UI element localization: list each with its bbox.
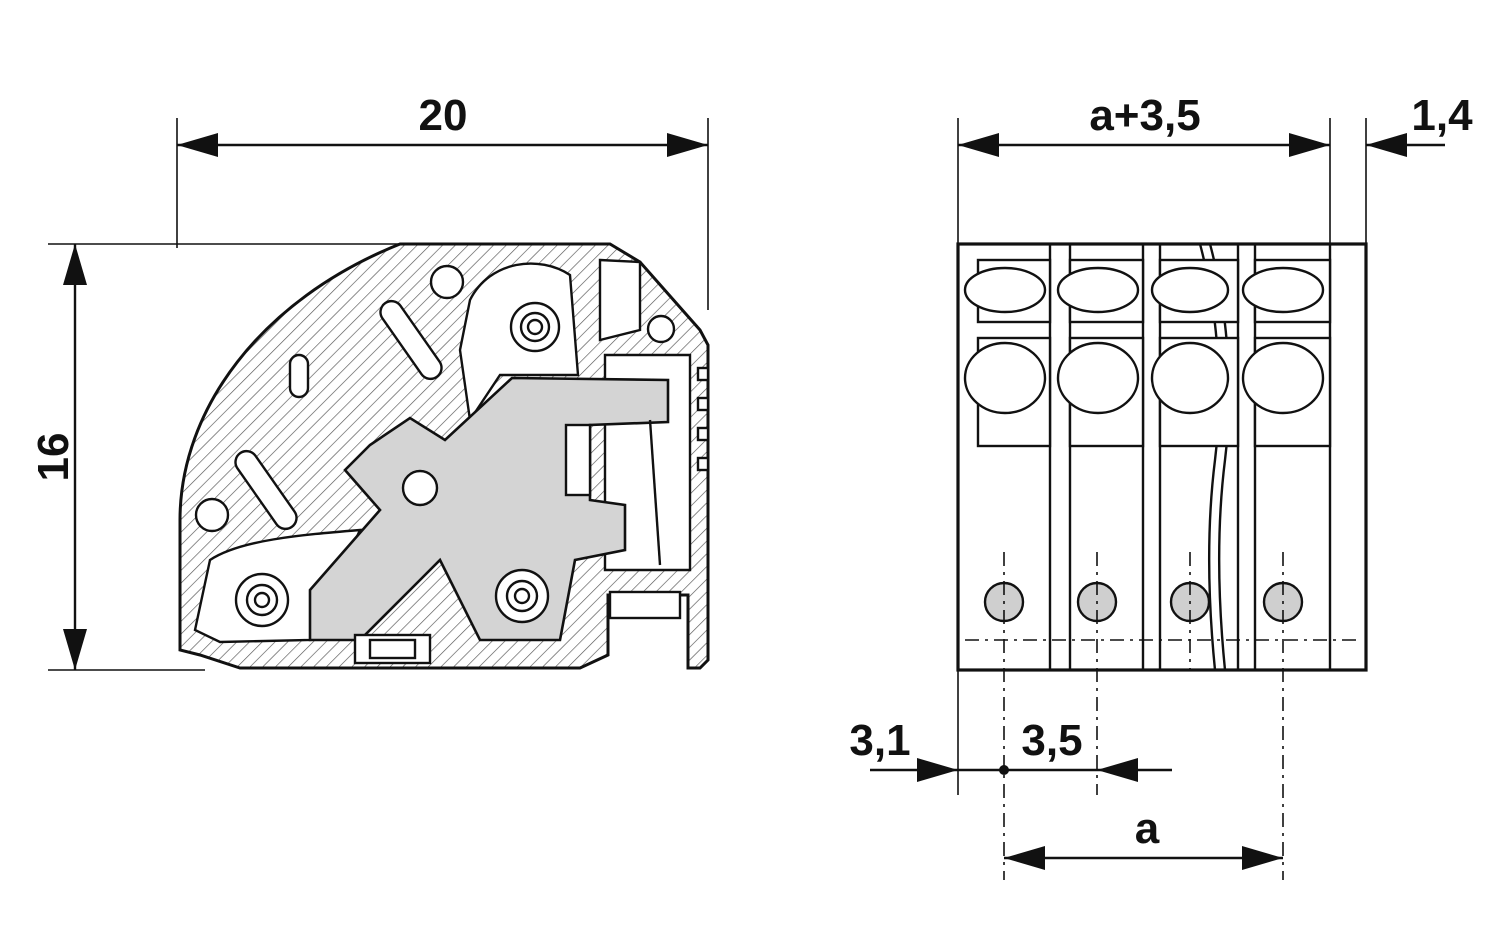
- screw-pin-bottom-left: [234, 572, 290, 628]
- screw-pin-bottom-right: [494, 568, 550, 624]
- dimension-width-20: 20: [177, 91, 708, 157]
- dimension-label-20: 20: [419, 91, 468, 140]
- screw-pin-top: [509, 301, 561, 353]
- housing-hole-right: [646, 314, 676, 344]
- dimension-label-1-4: 1,4: [1411, 91, 1473, 140]
- side-view: 20 16: [29, 91, 710, 671]
- dimension-label-a: a: [1135, 804, 1160, 853]
- pole-4: [1241, 258, 1332, 623]
- right-slot: [598, 258, 642, 342]
- bottom-recess: [608, 590, 682, 620]
- actuator-pivot-hole: [401, 469, 439, 507]
- dimension-a: a: [1004, 804, 1283, 870]
- dimension-3-5: 3,5: [999, 716, 1172, 782]
- dimension-label-a-plus-3-5: a+3,5: [1089, 91, 1200, 140]
- pole-3: [1150, 258, 1240, 623]
- pole-1: [963, 258, 1052, 623]
- dimension-label-3-1: 3,1: [849, 716, 910, 765]
- dimension-1-4: 1,4: [1366, 91, 1473, 157]
- housing-slot-2: [234, 449, 298, 531]
- dimension-3-1: 3,1: [849, 716, 1004, 782]
- housing-slot-3: [288, 353, 310, 399]
- housing-hole-left: [194, 497, 230, 533]
- housing-slot-1: [379, 299, 443, 381]
- dimension-a-plus-3-5: a+3,5: [958, 91, 1330, 157]
- dimension-label-16: 16: [29, 433, 78, 482]
- dimension-label-3-5: 3,5: [1021, 716, 1082, 765]
- pole-2: [1056, 258, 1145, 623]
- front-housing-outline: [956, 242, 1368, 672]
- front-view: a+3,5 1,4: [849, 91, 1473, 880]
- contact-pin-insert: [564, 423, 592, 497]
- housing-notches: [696, 366, 710, 472]
- dimension-height-16: 16: [29, 244, 87, 670]
- pin-center-lines: [965, 552, 1360, 880]
- housing-hole-top: [429, 264, 465, 300]
